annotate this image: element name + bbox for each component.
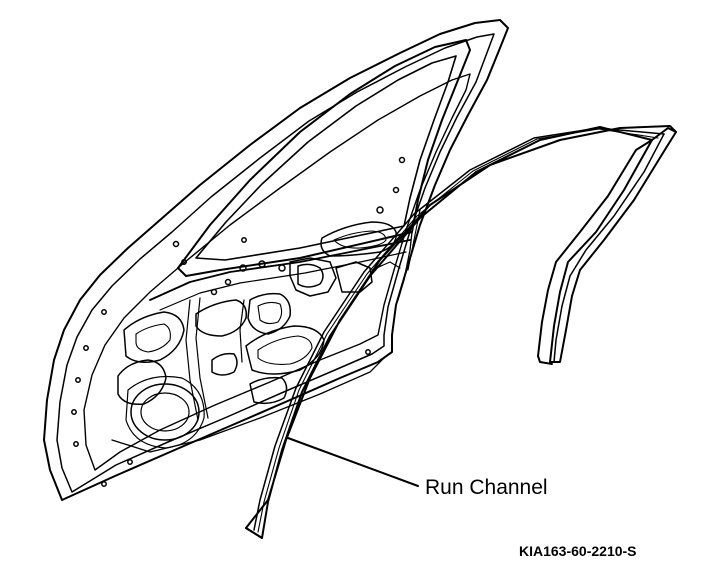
run-channel-rear-leg: [537, 139, 653, 357]
edge-hole: [241, 237, 247, 243]
mount-hole: [392, 186, 400, 194]
run-channel-groove: [253, 127, 665, 531]
edge-hole: [101, 309, 107, 315]
run-channel-top-corner: [651, 127, 677, 141]
mount-hole: [376, 206, 384, 214]
window-frame: [149, 39, 471, 311]
rear-pillar: [397, 231, 413, 301]
callout-leader-line: [287, 437, 419, 487]
door-outer-edge: [43, 19, 509, 501]
door-shell: [43, 19, 509, 501]
regulator-bracket: [289, 257, 337, 297]
mount-hole: [398, 156, 406, 164]
run-channel: [245, 125, 677, 539]
reinforcement-channel: [195, 297, 209, 419]
regulator-gear: [297, 263, 324, 288]
belt-line-inner: [159, 251, 407, 311]
edge-hole: [181, 259, 187, 265]
window-opening-outer: [177, 39, 471, 277]
edge-hole: [75, 377, 81, 383]
lock-bracket: [335, 261, 373, 293]
lower-panel-edge: [111, 355, 387, 453]
belt-line: [149, 239, 411, 301]
reinforcement-channel: [185, 299, 199, 421]
mount-hole: [258, 260, 266, 268]
mount-hole: [210, 288, 218, 296]
edge-hole: [101, 481, 107, 487]
speaker-flange: [125, 375, 205, 449]
left-cutout-lower: [117, 359, 167, 406]
edge-hole: [71, 409, 77, 415]
edge-hole: [83, 345, 89, 351]
bottom-cutout-small: [211, 352, 238, 376]
edge-hole: [365, 349, 371, 355]
bottom-cutout: [249, 376, 288, 405]
mount-hole: [278, 264, 286, 272]
run-channel-label: Run Channel: [425, 476, 548, 499]
figure-code: KIA163-60-2210-S: [519, 543, 637, 559]
mid-cutout-inner: [257, 301, 283, 325]
reinforcement-channel: [239, 299, 245, 363]
window-opening-inner: [195, 55, 457, 261]
left-cutout-upper: [123, 311, 185, 363]
left-cutout-upper-inner: [135, 323, 171, 353]
run-channel-groove-rear: [553, 133, 665, 363]
edge-hole: [172, 240, 180, 248]
run-channel-front-end: [245, 527, 263, 539]
mount-hole: [239, 264, 247, 272]
mount-hole: [224, 278, 232, 286]
edge-hole: [73, 441, 79, 447]
upper-cutout-inner: [333, 230, 387, 249]
mid-cutout-left: [195, 299, 248, 337]
edge-hole: [127, 459, 133, 465]
door-inner-flange: [56, 33, 495, 493]
run-channel-groove-inner: [257, 128, 659, 533]
speaker-opening-inner: [140, 392, 190, 432]
run-channel-rear-end: [537, 355, 553, 365]
mid-cutout-center: [247, 292, 292, 335]
lower-cutout-right-inner: [257, 335, 313, 365]
speaker-opening: [130, 383, 200, 441]
